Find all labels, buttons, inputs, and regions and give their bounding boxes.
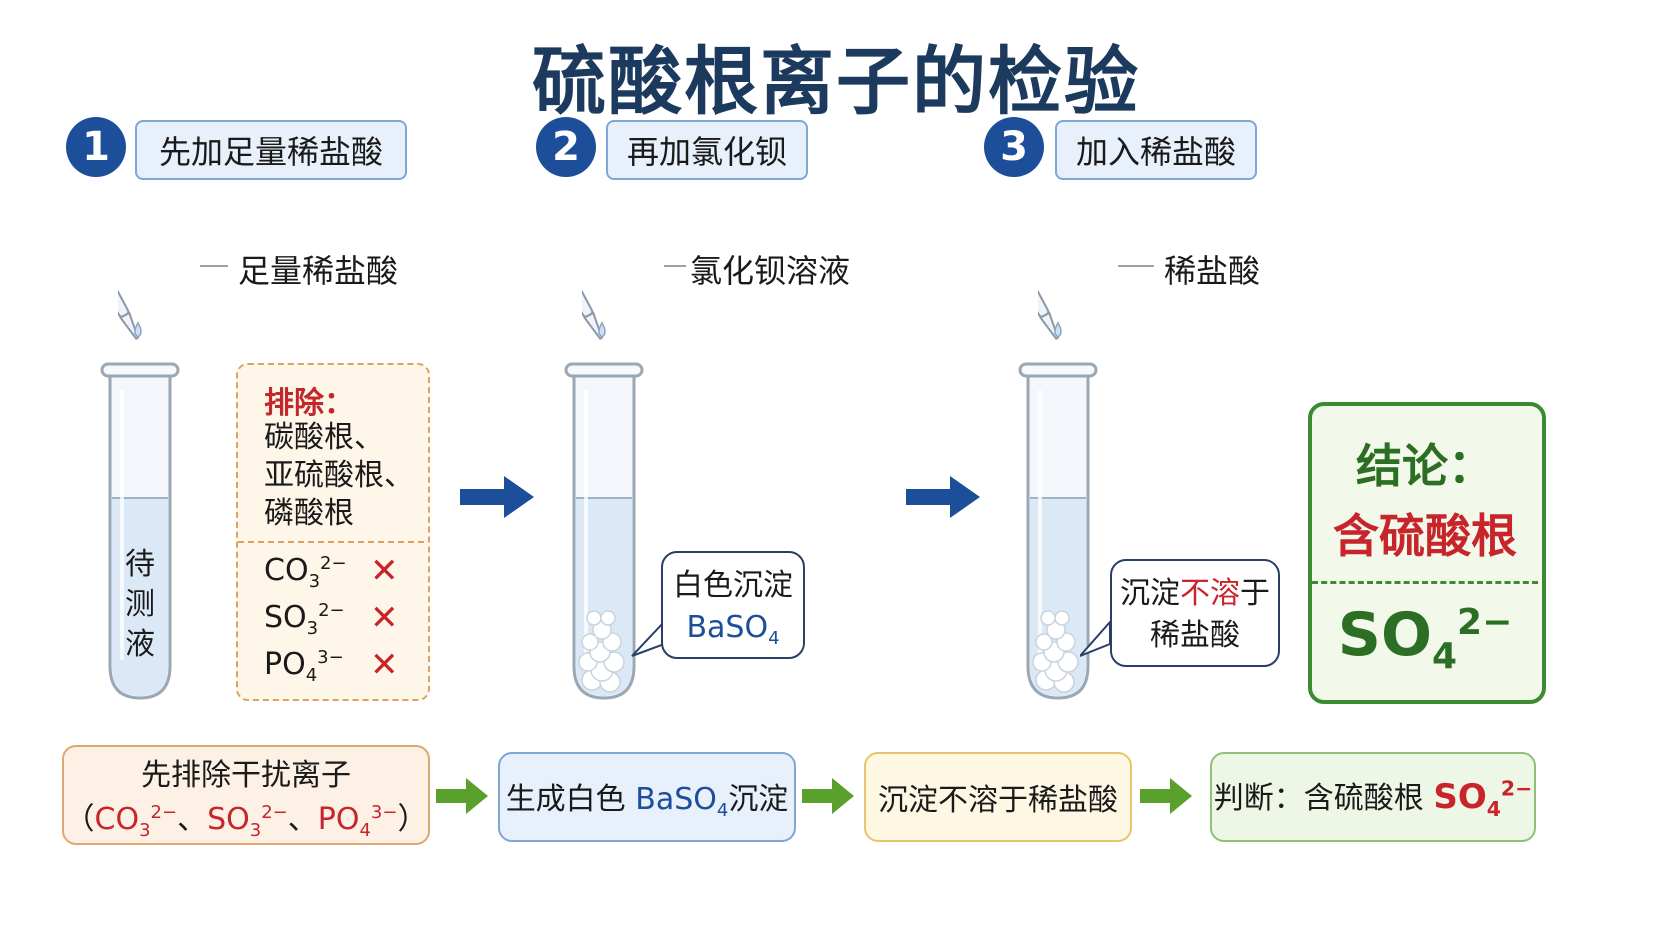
test-tube-icon	[1018, 362, 1098, 700]
dropper-icon	[118, 231, 142, 340]
exclusion-heading: 排除：	[264, 386, 354, 421]
conclusion-heading: 结论：	[1356, 439, 1494, 493]
conclusion-box	[1308, 402, 1546, 704]
flow-step-2: 生成白色 BaSO4沉淀	[498, 752, 796, 842]
arrow-right-icon	[436, 778, 488, 814]
precipitate-callout: 白色沉淀 BaSO4	[661, 551, 805, 659]
test-tube-icon	[100, 362, 180, 700]
cross-icon: ✕	[370, 598, 399, 638]
dropper-icon	[582, 231, 606, 340]
exclusion-item: 磷酸根	[264, 496, 354, 531]
page-title: 硫酸根离子的检验	[532, 39, 1140, 125]
reagent-label-1: 足量稀盐酸	[238, 252, 399, 290]
flow-step-3: 沉淀不溶于稀盐酸	[864, 752, 1132, 842]
arrow-right-icon	[802, 778, 854, 814]
cross-icon: ✕	[370, 551, 399, 591]
conclusion-text: 含硫酸根	[1333, 509, 1517, 563]
step-1-badge: 1	[66, 117, 126, 177]
reagent-label-2: 氯化钡溶液	[690, 252, 851, 290]
arrow-right-icon	[906, 476, 980, 518]
conclusion-formula: SO42−	[1337, 600, 1513, 677]
ion-sulfite: SO32−	[264, 600, 345, 639]
sample-char: 测	[125, 587, 155, 622]
precipitate-icon	[1032, 610, 1079, 693]
flow-step-1: 先排除干扰离子 （CO32−、SO32−、PO43−）	[62, 745, 430, 845]
flow-step-4: 判断：含硫酸根 SO42−	[1210, 752, 1536, 842]
conclusion-divider	[1312, 581, 1538, 584]
dropper-icon	[1038, 231, 1062, 340]
exclusion-divider	[238, 541, 424, 543]
reagent-label-3: 稀盐酸	[1164, 252, 1261, 290]
exclusion-item: 亚硫酸根、	[264, 458, 414, 493]
exclusion-box	[236, 363, 430, 701]
sample-char: 待	[125, 547, 155, 582]
ion-carbonate: CO32−	[264, 553, 347, 592]
precipitate-icon	[578, 610, 625, 693]
step-2-label: 再加氯化钡	[606, 120, 808, 180]
step-1-label: 先加足量稀盐酸	[135, 120, 407, 180]
arrow-right-icon	[460, 476, 534, 518]
step-3-label: 加入稀盐酸	[1055, 120, 1257, 180]
arrow-right-icon	[1140, 778, 1192, 814]
step-3-badge: 3	[984, 117, 1044, 177]
exclusion-item: 碳酸根、	[264, 420, 384, 455]
sample-char: 液	[125, 627, 155, 662]
insoluble-callout: 沉淀不溶于 稀盐酸	[1110, 559, 1280, 667]
ion-phosphate: PO43−	[264, 647, 344, 686]
test-tube-icon	[564, 362, 644, 700]
cross-icon: ✕	[370, 645, 399, 685]
step-2-badge: 2	[536, 117, 596, 177]
